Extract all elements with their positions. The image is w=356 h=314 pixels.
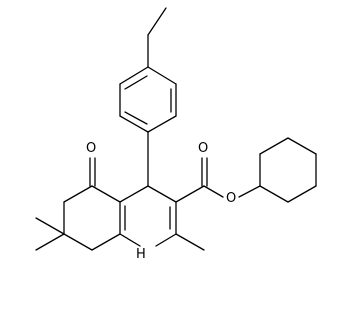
ester-carbonyl-oxygen-label: O (198, 141, 208, 156)
ethyl-group (147, 7, 167, 68)
ring-nitrogen-label: H (136, 247, 146, 262)
ketone-bond (89, 157, 96, 187)
methyl-2-bond (175, 233, 205, 251)
dihydropyridine-ring (119, 185, 177, 247)
gem-dimethyl (35, 217, 65, 251)
phenyl-ring (119, 66, 177, 133)
cyclohexenone-ring (63, 185, 121, 251)
ester-group (175, 157, 261, 203)
ester-ether-oxygen-label: O (226, 191, 236, 206)
ketone-oxygen-label: O (86, 141, 96, 156)
cyclohexyl-ring (259, 137, 317, 203)
